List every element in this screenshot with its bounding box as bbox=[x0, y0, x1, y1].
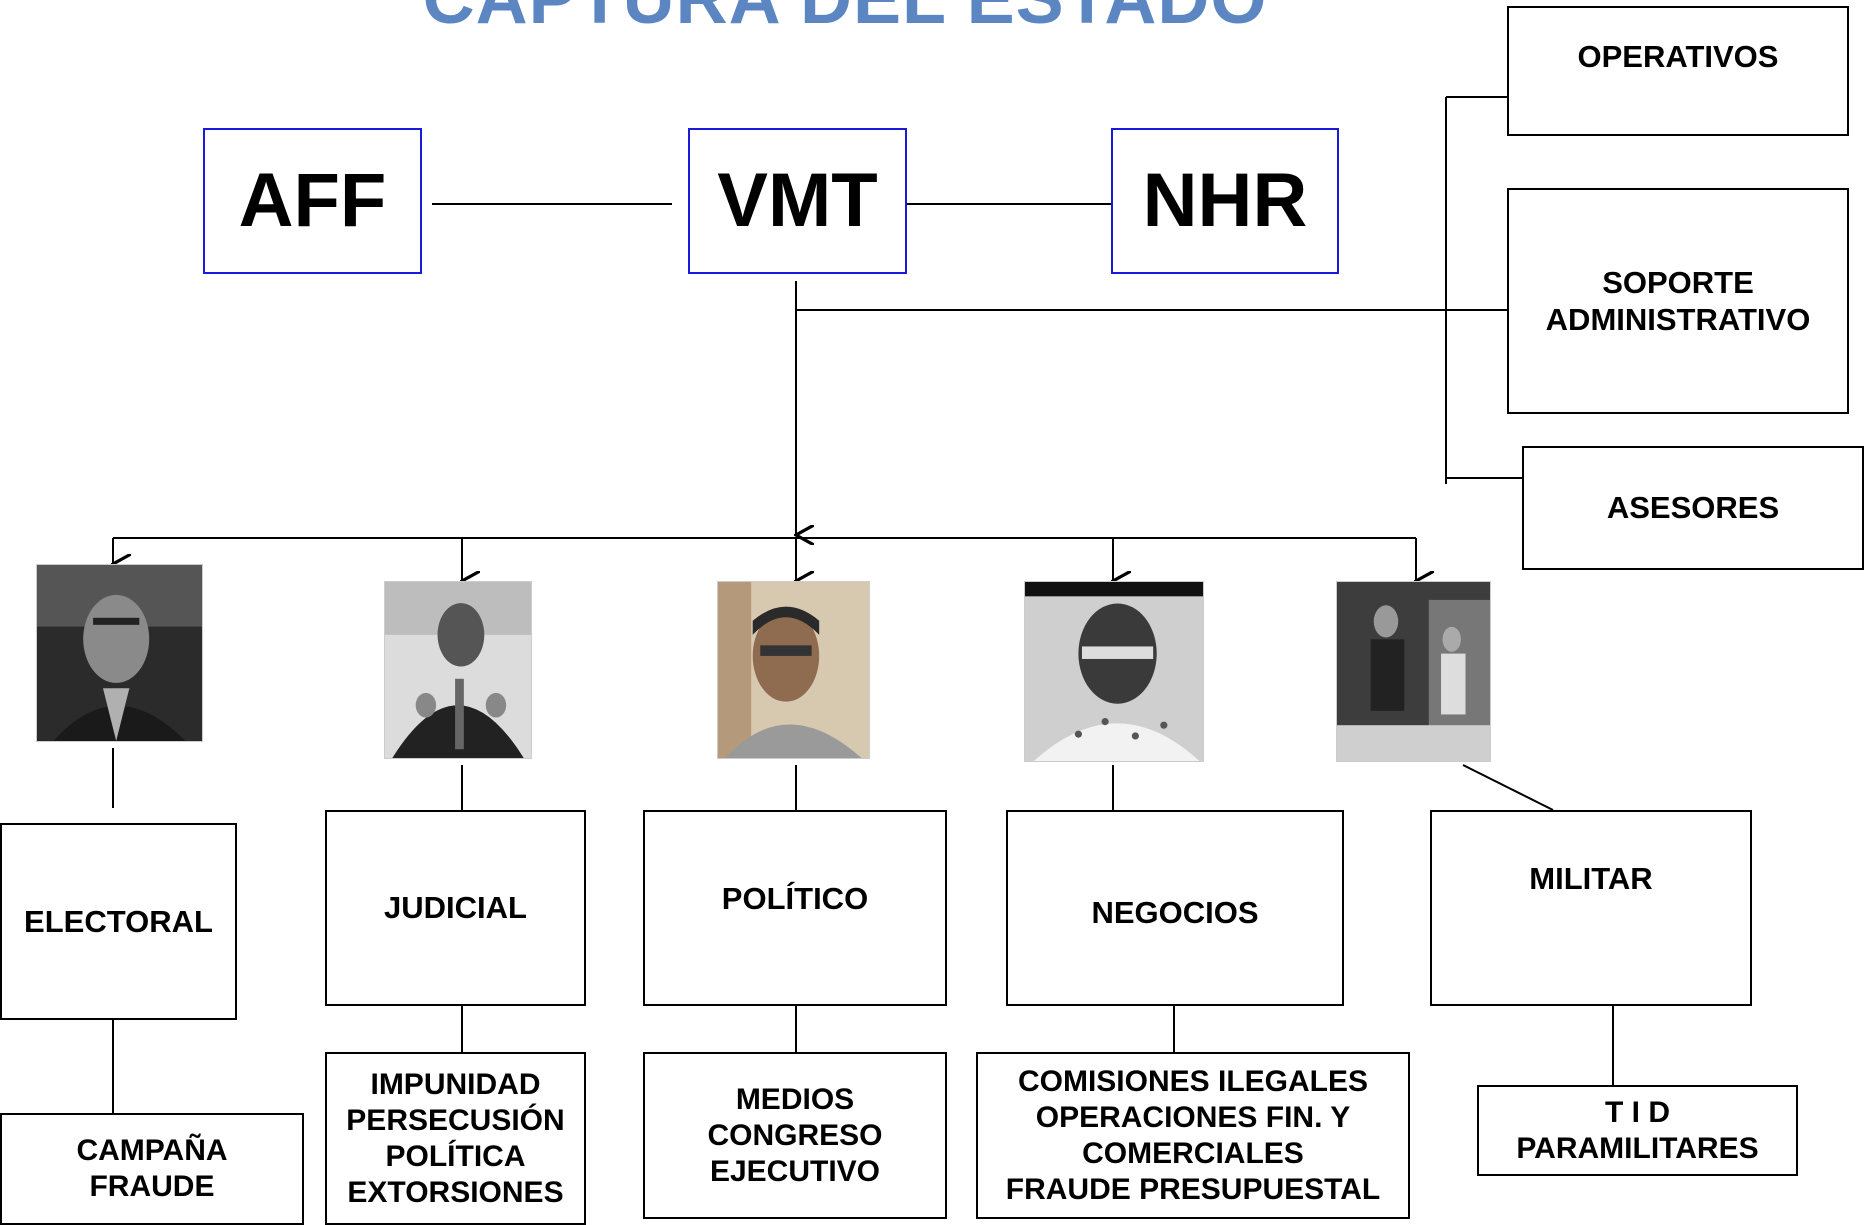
branch-box-negocios: NEGOCIOS bbox=[1006, 810, 1344, 1006]
detail-box-negocios: COMISIONES ILEGALES OPERACIONES FIN. Y C… bbox=[976, 1052, 1410, 1219]
portrait-politico bbox=[717, 581, 870, 759]
portrait-militar bbox=[1336, 581, 1491, 762]
branch-label: NEGOCIOS bbox=[1091, 895, 1259, 930]
portrait-3-icon bbox=[718, 582, 869, 758]
detail-label: CAMPAÑA FRAUDE bbox=[76, 1134, 228, 1203]
detail-box-politico: MEDIOS CONGRESO EJECUTIVO bbox=[643, 1052, 947, 1219]
leader-label: VMT bbox=[717, 158, 878, 244]
leader-box-vmt: VMT bbox=[688, 128, 907, 274]
detail-label: MEDIOS CONGRESO EJECUTIVO bbox=[707, 1082, 883, 1188]
branch-box-militar: MILITAR bbox=[1430, 810, 1752, 1006]
branch-label: POLÍTICO bbox=[721, 881, 869, 916]
page-title: CAPTURA DEL ESTADO bbox=[0, 0, 1690, 44]
asesores-box: ASESORES bbox=[1522, 446, 1864, 570]
detail-box-electoral: CAMPAÑA FRAUDE bbox=[0, 1113, 304, 1225]
portrait-judicial bbox=[384, 581, 532, 759]
portrait-4-icon bbox=[1025, 582, 1203, 761]
soporte-label: SOPORTE ADMINISTRATIVO bbox=[1545, 264, 1811, 337]
soporte-administrativo-box: SOPORTE ADMINISTRATIVO bbox=[1507, 188, 1849, 414]
portrait-1-icon bbox=[37, 565, 202, 741]
asesores-label: ASESORES bbox=[1606, 490, 1780, 526]
operativos-box: OPERATIVOS bbox=[1507, 6, 1849, 136]
detail-box-militar: T I D PARAMILITARES bbox=[1477, 1085, 1798, 1176]
leader-box-aff: AFF bbox=[203, 128, 422, 274]
detail-label: COMISIONES ILEGALES OPERACIONES FIN. Y C… bbox=[1005, 1064, 1381, 1206]
leader-label: NHR bbox=[1142, 158, 1308, 244]
branch-label: JUDICIAL bbox=[384, 890, 527, 926]
portrait-electoral bbox=[36, 564, 203, 742]
branch-label: ELECTORAL bbox=[24, 903, 213, 939]
leader-box-nhr: NHR bbox=[1111, 128, 1339, 274]
detail-box-judicial: IMPUNIDAD PERSECUSIÓN POLÍTICA EXTORSION… bbox=[325, 1052, 586, 1225]
portrait-2-icon bbox=[385, 582, 531, 758]
portrait-5-icon bbox=[1337, 582, 1490, 761]
portrait-negocios bbox=[1024, 581, 1204, 762]
branch-box-judicial: JUDICIAL bbox=[325, 810, 586, 1006]
leader-label: AFF bbox=[238, 158, 387, 244]
branch-box-politico: POLÍTICO bbox=[643, 810, 947, 1006]
branch-label: MILITAR bbox=[1529, 861, 1653, 896]
detail-label: T I D PARAMILITARES bbox=[1516, 1095, 1759, 1165]
detail-label: IMPUNIDAD PERSECUSIÓN POLÍTICA EXTORSION… bbox=[346, 1067, 565, 1209]
branch-box-electoral: ELECTORAL bbox=[0, 823, 237, 1020]
operativos-label: OPERATIVOS bbox=[1577, 39, 1779, 74]
